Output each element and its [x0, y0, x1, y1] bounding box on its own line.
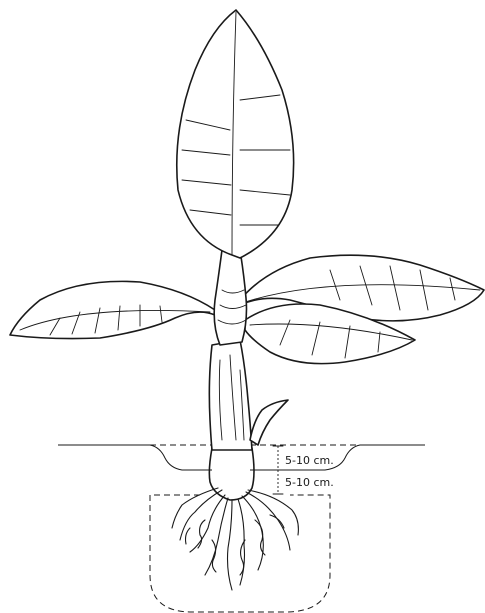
depth-label-lower: 5-10 cm.: [285, 476, 334, 489]
pseudostem: [209, 340, 252, 450]
depth-dimension-markers: [273, 446, 283, 494]
sucker-shoot: [250, 400, 288, 445]
left-leaf: [10, 281, 215, 338]
roots: [172, 488, 298, 590]
leaf-sheath: [214, 250, 246, 345]
depth-label-upper: 5-10 cm.: [285, 454, 334, 467]
